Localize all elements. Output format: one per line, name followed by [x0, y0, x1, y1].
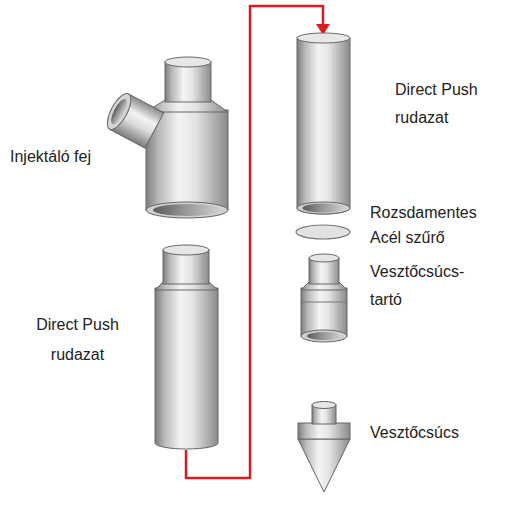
filter-disc	[296, 225, 350, 239]
tip-collar	[298, 423, 350, 439]
part-label-box: Rozsdamentes Acél szűrő	[370, 200, 488, 250]
part-label: Direct Push rudazat	[36, 316, 119, 363]
part-label-box: Injektáló fej	[10, 143, 110, 171]
part-label-box: Direct Push rudazat	[395, 76, 500, 132]
part-label: Rozsdamentes Acél szűrő	[370, 204, 477, 246]
holder-bottom-opening	[307, 332, 341, 340]
part-label: Vesztőcsúcs-tartó	[370, 263, 464, 308]
part-label-box: Direct Push rudazat	[25, 310, 130, 370]
tip-holder	[301, 254, 347, 342]
part-label: Direct Push rudazat	[395, 81, 478, 126]
lost-tip	[298, 402, 350, 493]
side-port-opening	[108, 97, 130, 126]
tip-top	[312, 402, 336, 409]
head-bottom-rim	[146, 202, 228, 218]
side-port-rim	[103, 90, 136, 133]
part-label: Injektáló fej	[10, 148, 91, 165]
rod-bottom-opening	[303, 204, 345, 213]
injection-head	[103, 57, 228, 218]
holder-bottom-rim	[301, 330, 347, 342]
head-neck	[165, 62, 211, 102]
rod-top	[163, 245, 209, 255]
head-bottom-opening	[153, 204, 221, 216]
rod-body	[155, 288, 218, 449]
part-label: Vesztőcsúcs	[370, 424, 459, 441]
part-label-box: Vesztőcsúcs-tartó	[370, 258, 488, 314]
holder-top	[309, 254, 339, 262]
push-rod-right	[297, 33, 350, 214]
head-side-port	[103, 90, 164, 148]
part-label-box: Vesztőcsúcs	[370, 419, 500, 447]
push-rod-left	[155, 245, 218, 449]
rod-bottom-rim	[297, 202, 350, 214]
rod-top	[297, 33, 350, 43]
holder-body	[301, 288, 347, 336]
tip-cone	[298, 439, 350, 492]
holder-groove	[301, 302, 347, 303]
rod-body	[297, 38, 350, 214]
head-top	[165, 57, 211, 67]
head-body	[146, 110, 228, 210]
